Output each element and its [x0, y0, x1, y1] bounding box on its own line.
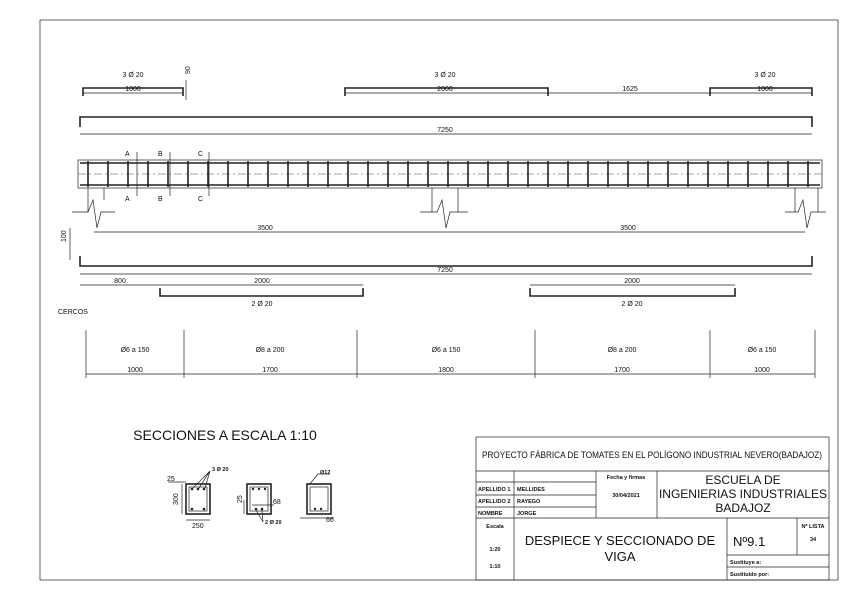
- section-mark-c: C: [198, 196, 203, 203]
- row-label: NOMBRE: [478, 511, 503, 517]
- zone-length: 1800: [438, 367, 454, 374]
- bar-length: 2000: [624, 278, 640, 285]
- row-label: APELLIDO 1: [478, 487, 510, 493]
- section-c-spacing: 66: [326, 517, 334, 524]
- bar-label: 2 Ø 20: [251, 301, 272, 308]
- section-a-bars: 3 Ø 20: [212, 467, 229, 473]
- row-value: MELLIDES: [517, 487, 545, 493]
- section-b-cover: 25: [237, 495, 244, 503]
- top-bar-2: 3 Ø 20 2000 1625: [344, 72, 710, 96]
- offset-dim: 800: [114, 278, 126, 285]
- section-b-spacing: 68: [273, 499, 281, 506]
- sections-title: SECCIONES A ESCALA 1:10: [133, 427, 317, 443]
- section-a-cover: 25: [167, 476, 175, 483]
- list-number: 34: [810, 537, 817, 543]
- beam-elevation: A A B B C C: [72, 151, 826, 229]
- bar-label: 3 Ø 20: [754, 72, 775, 79]
- title-block: PROYECTO FÁBRICA DE TOMATES EN EL POLÍGO…: [475, 436, 830, 581]
- zone-spec: Ø8 a 200: [608, 347, 637, 354]
- section-mark-b: B: [158, 196, 163, 203]
- top-continuous-bar: 7250: [79, 116, 813, 135]
- top-bar-1: 3 Ø 20 1000 90: [82, 66, 192, 100]
- bar-length: 2000: [437, 86, 453, 93]
- school-name: BADAJOZ: [715, 501, 770, 515]
- section-c: Ø12 66: [300, 470, 334, 524]
- section-a: 3 Ø 20 25 300 250: [167, 467, 229, 530]
- zone-spec: Ø8 a 200: [256, 347, 285, 354]
- drawing-number: Nº9.1: [733, 534, 765, 549]
- replaced-by-label: Sustituido por:: [730, 572, 769, 578]
- bar-length: 7250: [437, 267, 453, 274]
- drawing-title: VIGA: [604, 549, 635, 564]
- section-marks: A A B B C C: [125, 151, 210, 203]
- bar-length: 7250: [437, 127, 453, 134]
- school-name: ESCUELA DE: [705, 473, 780, 487]
- section-mark-a: A: [125, 196, 130, 203]
- row-value: JORGE: [517, 511, 537, 517]
- bar-length: 2000: [254, 278, 270, 285]
- bottom-bar-2: 2000 2 Ø 20: [529, 278, 736, 308]
- zone-spec: Ø6 a 150: [748, 347, 777, 354]
- hook-dim: 90: [185, 66, 192, 74]
- replaces-label: Sustituye a:: [730, 560, 761, 566]
- bar-label: 3 Ø 20: [122, 72, 143, 79]
- drawing-title: DESPIECE Y SECCIONADO DE: [525, 533, 716, 548]
- section-a-width: 250: [192, 523, 204, 530]
- zone-length: 1700: [614, 367, 630, 374]
- scale-label: Escala: [486, 524, 504, 530]
- scale-value: 1:20: [489, 547, 500, 553]
- date-label: Fecha y firmas: [607, 475, 646, 481]
- bar-length: 1000: [757, 86, 773, 93]
- section-b: 25 68 2 Ø 20: [237, 483, 282, 526]
- school-name: INGENIERIAS INDUSTRIALES: [659, 487, 827, 501]
- bottom-bar-1: 2000 2 Ø 20: [159, 278, 364, 308]
- section-b-bars: 2 Ø 20: [265, 520, 282, 526]
- span-dim: 3500: [257, 225, 273, 232]
- section-mark-b: B: [158, 151, 163, 158]
- bar-label: 3 Ø 20: [434, 72, 455, 79]
- stirrups-title: CERCOS: [58, 309, 88, 316]
- sheet-border: [39, 19, 839, 581]
- zone-length: 1000: [127, 367, 143, 374]
- bottom-continuous-bar: 7250 800: [79, 256, 813, 286]
- section-c-stirrup: Ø12: [320, 470, 330, 476]
- zone-length: 1000: [754, 367, 770, 374]
- row-value: RAYEGO: [517, 499, 541, 505]
- row-label: APELLIDO 2: [478, 499, 510, 505]
- support-height-dim: 100: [61, 230, 68, 242]
- section-a-height: 300: [173, 493, 180, 505]
- stirrup-schedule: Ø6 a 150 Ø8 a 200 Ø6 a 150 Ø8 a 200 Ø6 a…: [85, 330, 816, 378]
- section-mark-c: C: [198, 151, 203, 158]
- bar-length: 1000: [125, 86, 141, 93]
- gap-dim: 1625: [622, 86, 638, 93]
- zone-spec: Ø6 a 150: [432, 347, 461, 354]
- zone-length: 1700: [262, 367, 278, 374]
- bar-label: 2 Ø 20: [621, 301, 642, 308]
- scale-value: 1:10: [489, 564, 500, 570]
- top-bar-3: 3 Ø 20 1000: [709, 72, 813, 96]
- span-dim: 3500: [620, 225, 636, 232]
- zone-spec: Ø6 a 150: [121, 347, 150, 354]
- list-label: Nº LISTA: [802, 524, 825, 530]
- project-title: PROYECTO FÁBRICA DE TOMATES EN EL POLÍGO…: [482, 450, 822, 461]
- date-value: 30/04/2021: [612, 493, 640, 499]
- section-mark-a: A: [125, 151, 130, 158]
